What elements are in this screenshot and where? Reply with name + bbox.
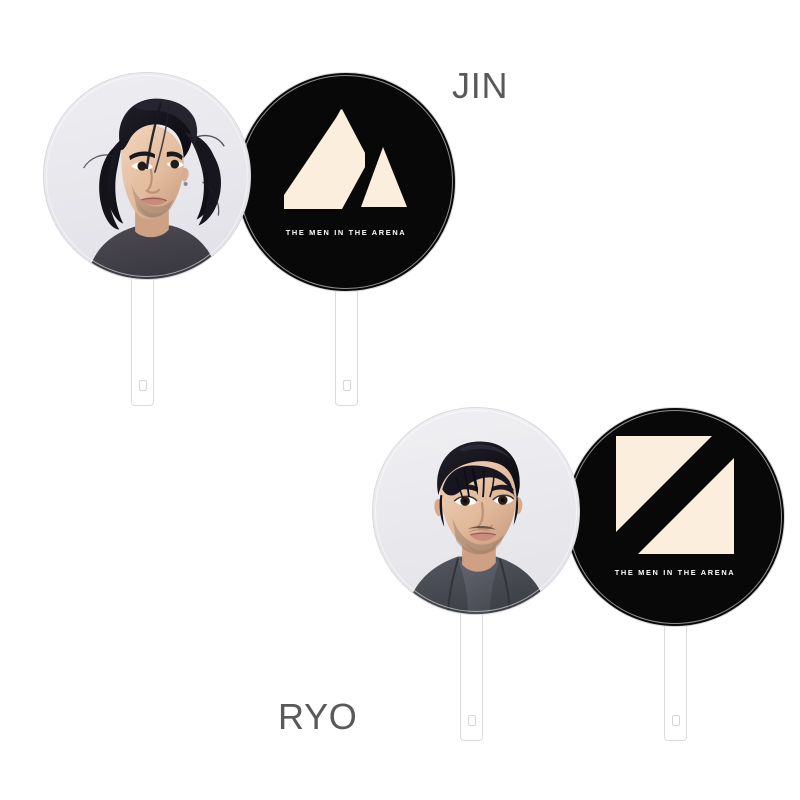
- handle-hole: [342, 380, 351, 391]
- handle-hole: [467, 715, 476, 726]
- handle-hole: [671, 715, 680, 726]
- handle-hole: [138, 380, 147, 391]
- brand-caption-jin: THE MEN IN THE ARENA: [285, 228, 407, 237]
- fan-face-logo: THE MEN IN THE ARENA: [565, 407, 785, 627]
- portrait-photo-ryo: [373, 408, 579, 614]
- fan-handle-ryo-logo[interactable]: [664, 631, 687, 741]
- fan-handle-ryo-photo[interactable]: [460, 621, 483, 741]
- fan-jin-logo-side[interactable]: THE MEN IN THE ARENA: [236, 72, 456, 406]
- square-slash-mark-icon: [616, 436, 734, 554]
- fan-ryo-photo-side[interactable]: [372, 407, 580, 741]
- portrait-photo-jin: [44, 73, 250, 279]
- brand-caption-ryo: THE MEN IN THE ARENA: [614, 568, 736, 577]
- member-name-ryo: RYO: [278, 696, 358, 737]
- fan-jin-photo-side[interactable]: [43, 72, 251, 406]
- member-name-jin: JIN: [452, 65, 509, 106]
- fan-handle-jin-photo[interactable]: [131, 286, 154, 406]
- fan-face-photo: [372, 407, 580, 615]
- triangle-a-mark-icon: [283, 107, 409, 211]
- fan-ryo-logo-side[interactable]: THE MEN IN THE ARENA: [565, 407, 785, 741]
- fan-face-photo: [43, 72, 251, 280]
- fan-handle-jin-logo[interactable]: [335, 296, 358, 406]
- fan-face-logo: THE MEN IN THE ARENA: [236, 72, 456, 292]
